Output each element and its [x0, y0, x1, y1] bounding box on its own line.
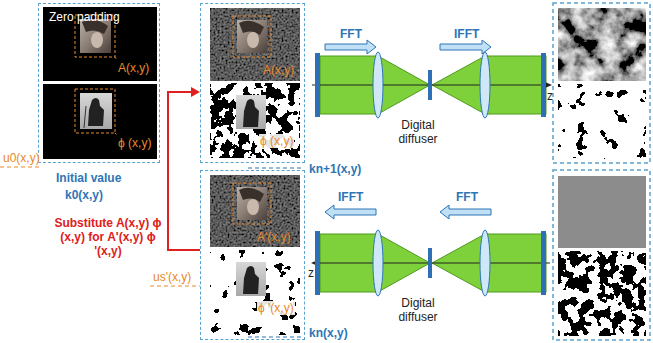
node-label: ϕ (x,y)	[259, 134, 294, 148]
node-label: ϕ '(x,y)	[257, 301, 295, 315]
node-label: k0(x,y)	[65, 188, 103, 202]
free-label: us'(x,y)	[153, 270, 191, 284]
free-label: FFT	[456, 190, 478, 204]
image-box: ϕ (x,y)	[44, 85, 158, 160]
image-box: A(x,y)	[211, 9, 301, 82]
free-label: Digital diffuser	[391, 296, 445, 324]
free-label: IFFT	[454, 27, 479, 41]
node-label: A'(x,y)	[257, 230, 291, 244]
dashed-panel: Initial valuek0(x,y)Zero paddingA(x,y)ϕ …	[38, 3, 160, 163]
image-box: Zero paddingA(x,y)	[44, 8, 158, 82]
image-box: ϕ (x,y)	[211, 84, 301, 159]
node-label: kn(x,y)	[309, 326, 348, 340]
node-label: ϕ (x,y)	[118, 136, 151, 150]
image-box: A'(x,y)	[211, 176, 301, 248]
node-label: A(x,y)	[263, 63, 294, 77]
free-label: FFT	[340, 27, 362, 41]
substitute-arrow	[168, 87, 200, 250]
node-label: Zero padding	[49, 10, 120, 24]
node-label: Initial value	[56, 171, 121, 185]
free-label: u0(x,y)	[3, 151, 40, 165]
free-label: IFFT	[338, 190, 363, 204]
dashed-panel: kn+1(x,y)A(x,y)ϕ (x,y)	[200, 3, 305, 163]
free-label: z	[547, 89, 553, 103]
free-label: Digital diffuser	[391, 118, 445, 146]
image-box: ϕ '(x,y)	[211, 251, 301, 336]
node-label: A(x,y)	[118, 61, 149, 75]
edge-label: Substitute A(x,y) ϕ (x,y) for A'(x,y) ϕ …	[52, 216, 164, 258]
connector-line	[168, 92, 200, 250]
node-label: kn+1(x,y)	[309, 162, 361, 176]
arrow-head	[191, 87, 200, 97]
free-label: z	[308, 266, 314, 280]
dashed-panel: kn(x,y)A'(x,y)ϕ '(x,y)	[200, 170, 305, 340]
